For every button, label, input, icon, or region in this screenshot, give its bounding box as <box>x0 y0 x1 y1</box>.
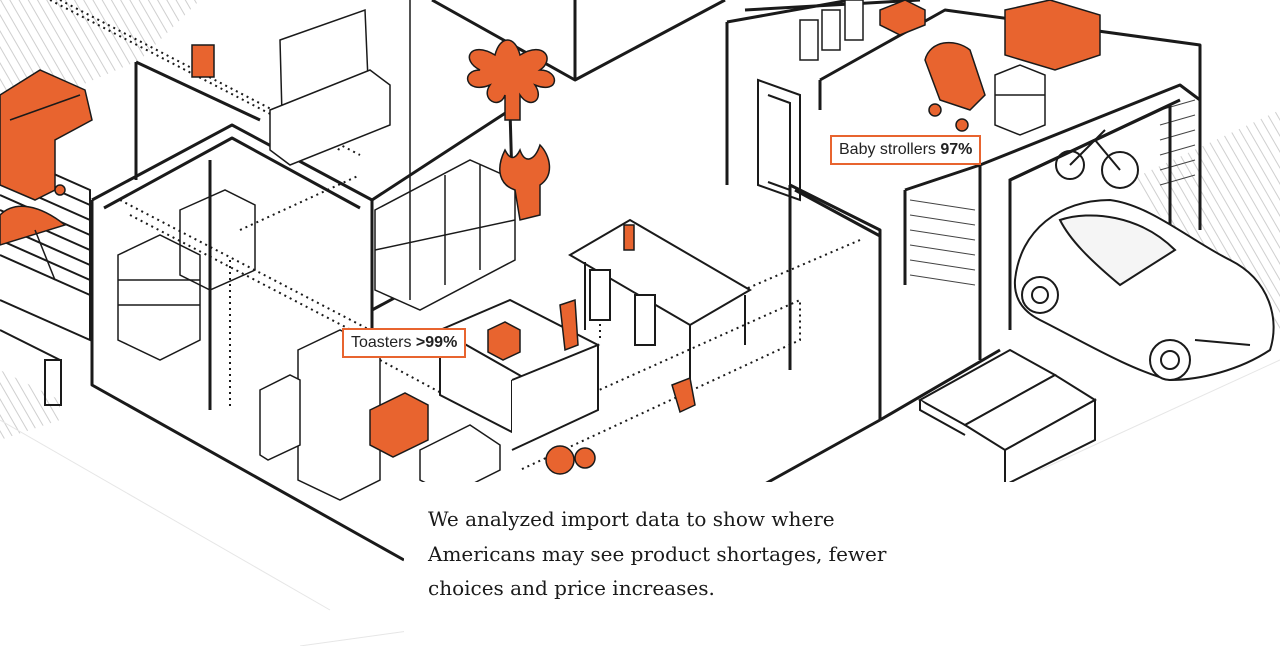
car <box>1013 198 1275 382</box>
speaker <box>191 44 215 78</box>
toaster <box>487 321 521 361</box>
grill <box>0 69 93 201</box>
appliances <box>259 329 501 501</box>
umbrella <box>0 205 67 246</box>
shelving <box>117 189 256 361</box>
stairs <box>917 348 1097 487</box>
potted-plant <box>499 143 551 221</box>
tree-box <box>1004 0 1101 71</box>
caption-background <box>404 482 1104 646</box>
palm-plant <box>466 39 556 121</box>
caption-text: We analyzed import data to show where Am… <box>428 507 887 600</box>
cookware <box>545 445 575 475</box>
tv-stand <box>269 8 391 166</box>
knife-block <box>671 376 696 414</box>
storage-bins <box>799 0 1046 136</box>
baby-strollers-label: Baby strollers 97% <box>830 135 982 165</box>
toasters-name: Toasters <box>351 334 412 351</box>
garage-door <box>1008 102 1172 330</box>
cabinets <box>374 0 516 311</box>
bicycle <box>1055 129 1139 189</box>
orange-products <box>0 0 1101 475</box>
garage-siding <box>909 99 1196 286</box>
dining-table <box>568 218 752 380</box>
box-small <box>879 0 926 36</box>
blender <box>559 298 579 352</box>
stroller <box>924 41 986 111</box>
microwave <box>369 392 429 458</box>
baby-strollers-value: 97% <box>940 141 973 158</box>
toasters-value: >99% <box>415 334 458 351</box>
door <box>757 78 801 202</box>
cup <box>623 224 635 251</box>
baby-strollers-name: Baby strollers <box>839 141 936 158</box>
toasters-label: Toasters >99% <box>342 328 467 358</box>
